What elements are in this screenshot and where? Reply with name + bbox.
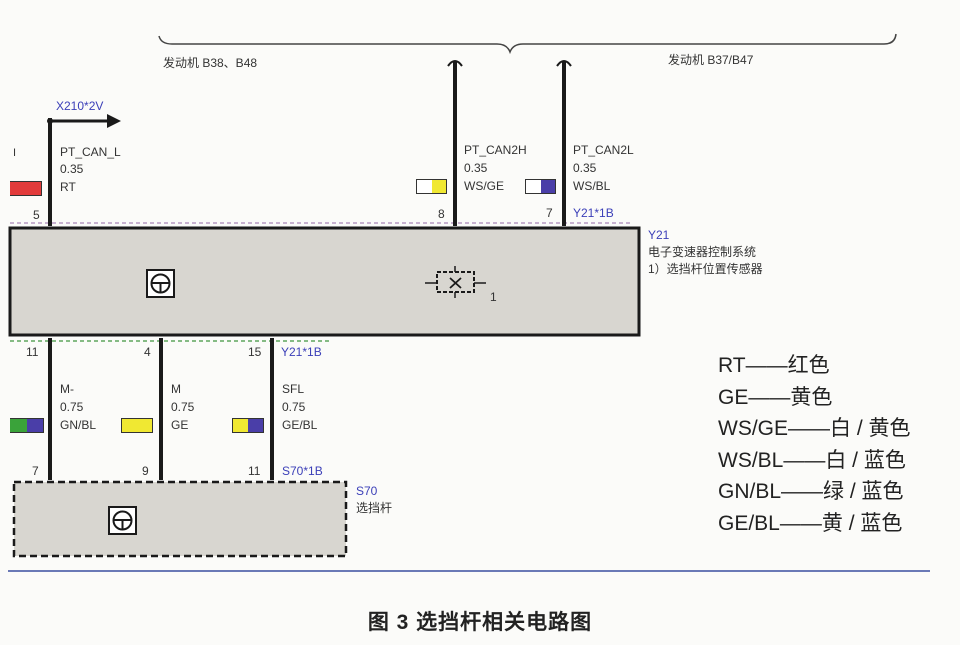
pin-number: 9: [142, 464, 149, 478]
partial-label: I: [13, 147, 17, 159]
wire-color-code-label: WS/GE: [464, 179, 505, 193]
wire-color-code-label: RT: [60, 180, 76, 194]
pin-number: 11: [26, 345, 39, 359]
module-block-y21: [8, 226, 641, 337]
wire-color-swatch: [10, 181, 42, 196]
pin-number: 8: [438, 207, 445, 221]
wire-signal-label: SFL: [282, 382, 305, 396]
connector-y21-bottom-label: Y21*1B: [281, 345, 322, 359]
connector-s70-label: S70*1B: [282, 464, 323, 478]
wire-gauge-label: 0.35: [573, 161, 597, 175]
selector-block-s70: [12, 480, 348, 558]
legend-item: GN/BL——绿 / 蓝色: [718, 480, 904, 503]
wire-color-code-label: GE/BL: [282, 418, 318, 432]
engine-group-left-label: 发动机 B38、B48: [163, 56, 258, 70]
wire-gauge-label: 0.75: [60, 400, 84, 414]
legend-item: RT——红色: [718, 354, 830, 377]
wire-color-code-label: WS/BL: [573, 179, 611, 193]
wire-color-swatch: [121, 418, 153, 433]
x210-arrow-head: [107, 114, 121, 128]
connector-x210-label: X210*2V: [56, 99, 104, 113]
wire-cap-can2h: [447, 60, 463, 67]
legend-item: WS/GE——白 / 黄色: [718, 417, 911, 440]
wire-signal-label: PT_CAN2H: [464, 143, 527, 157]
wire-gauge-label: 0.75: [171, 400, 195, 414]
module-component-label: 1）选挡杆位置传感器: [648, 262, 763, 276]
wire-gauge-label: 0.35: [464, 161, 488, 175]
pin-number: 7: [32, 464, 39, 478]
pin-number: 15: [248, 345, 262, 359]
figure-caption: 图 3 选挡杆相关电路图: [367, 611, 593, 634]
wire-color-swatch: [525, 179, 556, 194]
wire-color-swatch: [416, 179, 447, 194]
selector-symbol-icon: [108, 506, 137, 535]
wire-color-code-label: GN/BL: [60, 418, 97, 432]
pin-number: 7: [546, 206, 553, 220]
wire-cap-can2l: [556, 60, 572, 67]
wire-signal-label: PT_CAN2L: [573, 143, 634, 157]
wire-signal-label: M-: [60, 382, 74, 396]
color-legend: RT——红色 GE——黄色 WS/GE——白 / 黄色 WS/BL——白 / 蓝…: [718, 350, 911, 539]
module-symbol-icon: [146, 269, 175, 298]
legend-item: WS/BL——白 / 蓝色: [718, 448, 906, 472]
pin-number: 4: [144, 345, 151, 359]
wire-gauge-label: 0.35: [60, 162, 84, 176]
wire-signal-label: M: [171, 382, 181, 396]
engine-group-right-label: 发动机 B37/B47: [668, 53, 754, 67]
wire-color-swatch: [232, 418, 264, 433]
connector-y21-top-label: Y21*1B: [573, 206, 614, 220]
selector-name-label: 选挡杆: [356, 501, 393, 515]
pin-number: 11: [248, 464, 261, 478]
wire-gauge-label: 0.75: [282, 400, 306, 414]
component-index-label: 1: [490, 290, 497, 304]
wire-signal-label: PT_CAN_L: [60, 145, 121, 159]
module-name-label: 电子变速器控制系统: [648, 245, 757, 259]
legend-item: GE——黄色: [718, 385, 833, 409]
module-id-label: Y21: [648, 228, 670, 242]
pin-number: 5: [33, 208, 40, 222]
selector-id-label: S70: [356, 484, 378, 498]
engine-group-brace: [158, 33, 897, 55]
legend-item: GE/BL——黄 / 蓝色: [718, 511, 903, 535]
position-sensor-icon: [425, 266, 486, 298]
x210-junction: [47, 118, 53, 124]
wire-color-code-label: GE: [171, 418, 189, 432]
wire-color-swatch: [10, 418, 44, 433]
